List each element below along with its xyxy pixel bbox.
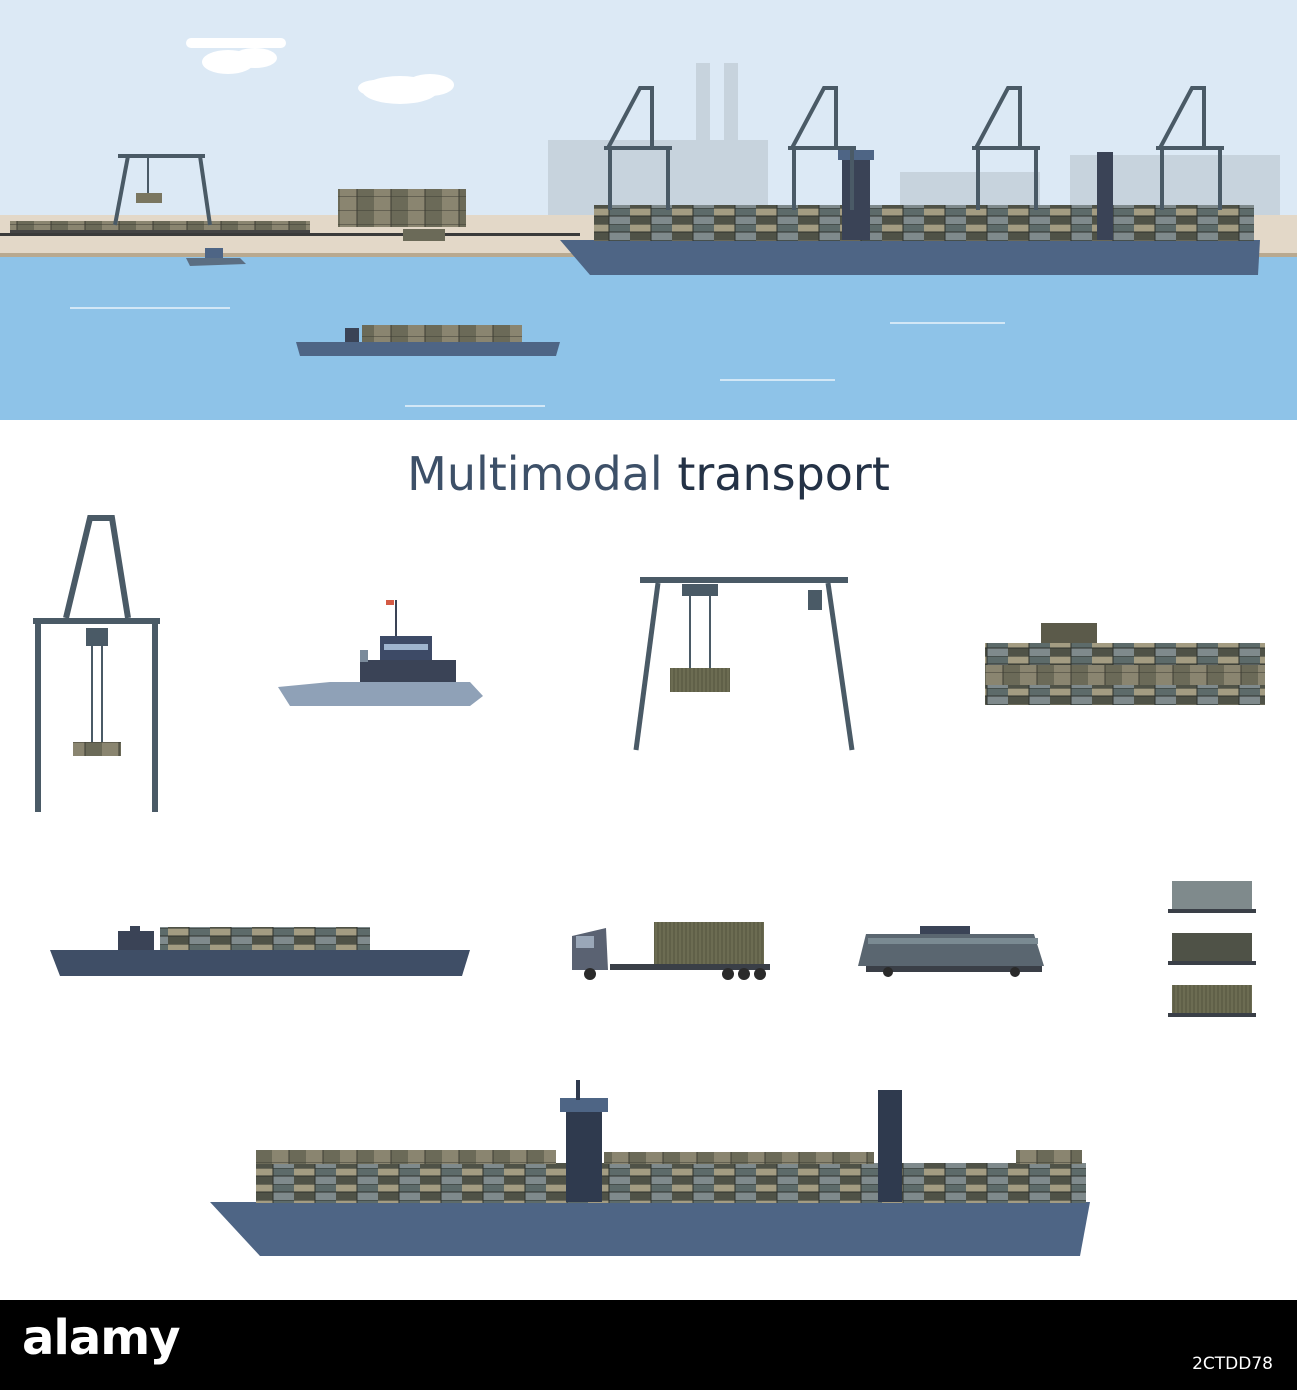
gantry-crane-scene [113, 154, 212, 226]
title-word-2: transport [677, 447, 890, 501]
barge-scene [296, 325, 560, 356]
brand-logo: alamy [22, 1310, 181, 1366]
footer-bar: alamy 2CTDD78 [0, 1300, 1297, 1390]
container-ship-icon [210, 1080, 1090, 1256]
harbor-scene [0, 0, 1297, 420]
gantry-crane-icon [633, 577, 855, 751]
container-ship-scene [560, 86, 1260, 275]
container-stack-icon [985, 623, 1265, 705]
image-code: 2CTDD78 [1192, 1354, 1273, 1374]
cloud [186, 38, 454, 104]
container-truck-icon [572, 922, 770, 980]
container-crane-icon [33, 515, 160, 812]
title-word-1: Multimodal [407, 447, 663, 501]
quay-containers [338, 189, 466, 227]
water [0, 257, 1297, 420]
tug-scene [186, 248, 246, 266]
river-barge-icon [50, 926, 470, 976]
tugboat-icon [278, 600, 483, 706]
freight-wagons-icon [1168, 881, 1256, 1017]
train-on-quay [10, 221, 310, 233]
electric-locomotive-icon [858, 926, 1044, 977]
port-illustration [0, 0, 1297, 1256]
page-title: Multimodal transport [0, 446, 1297, 502]
